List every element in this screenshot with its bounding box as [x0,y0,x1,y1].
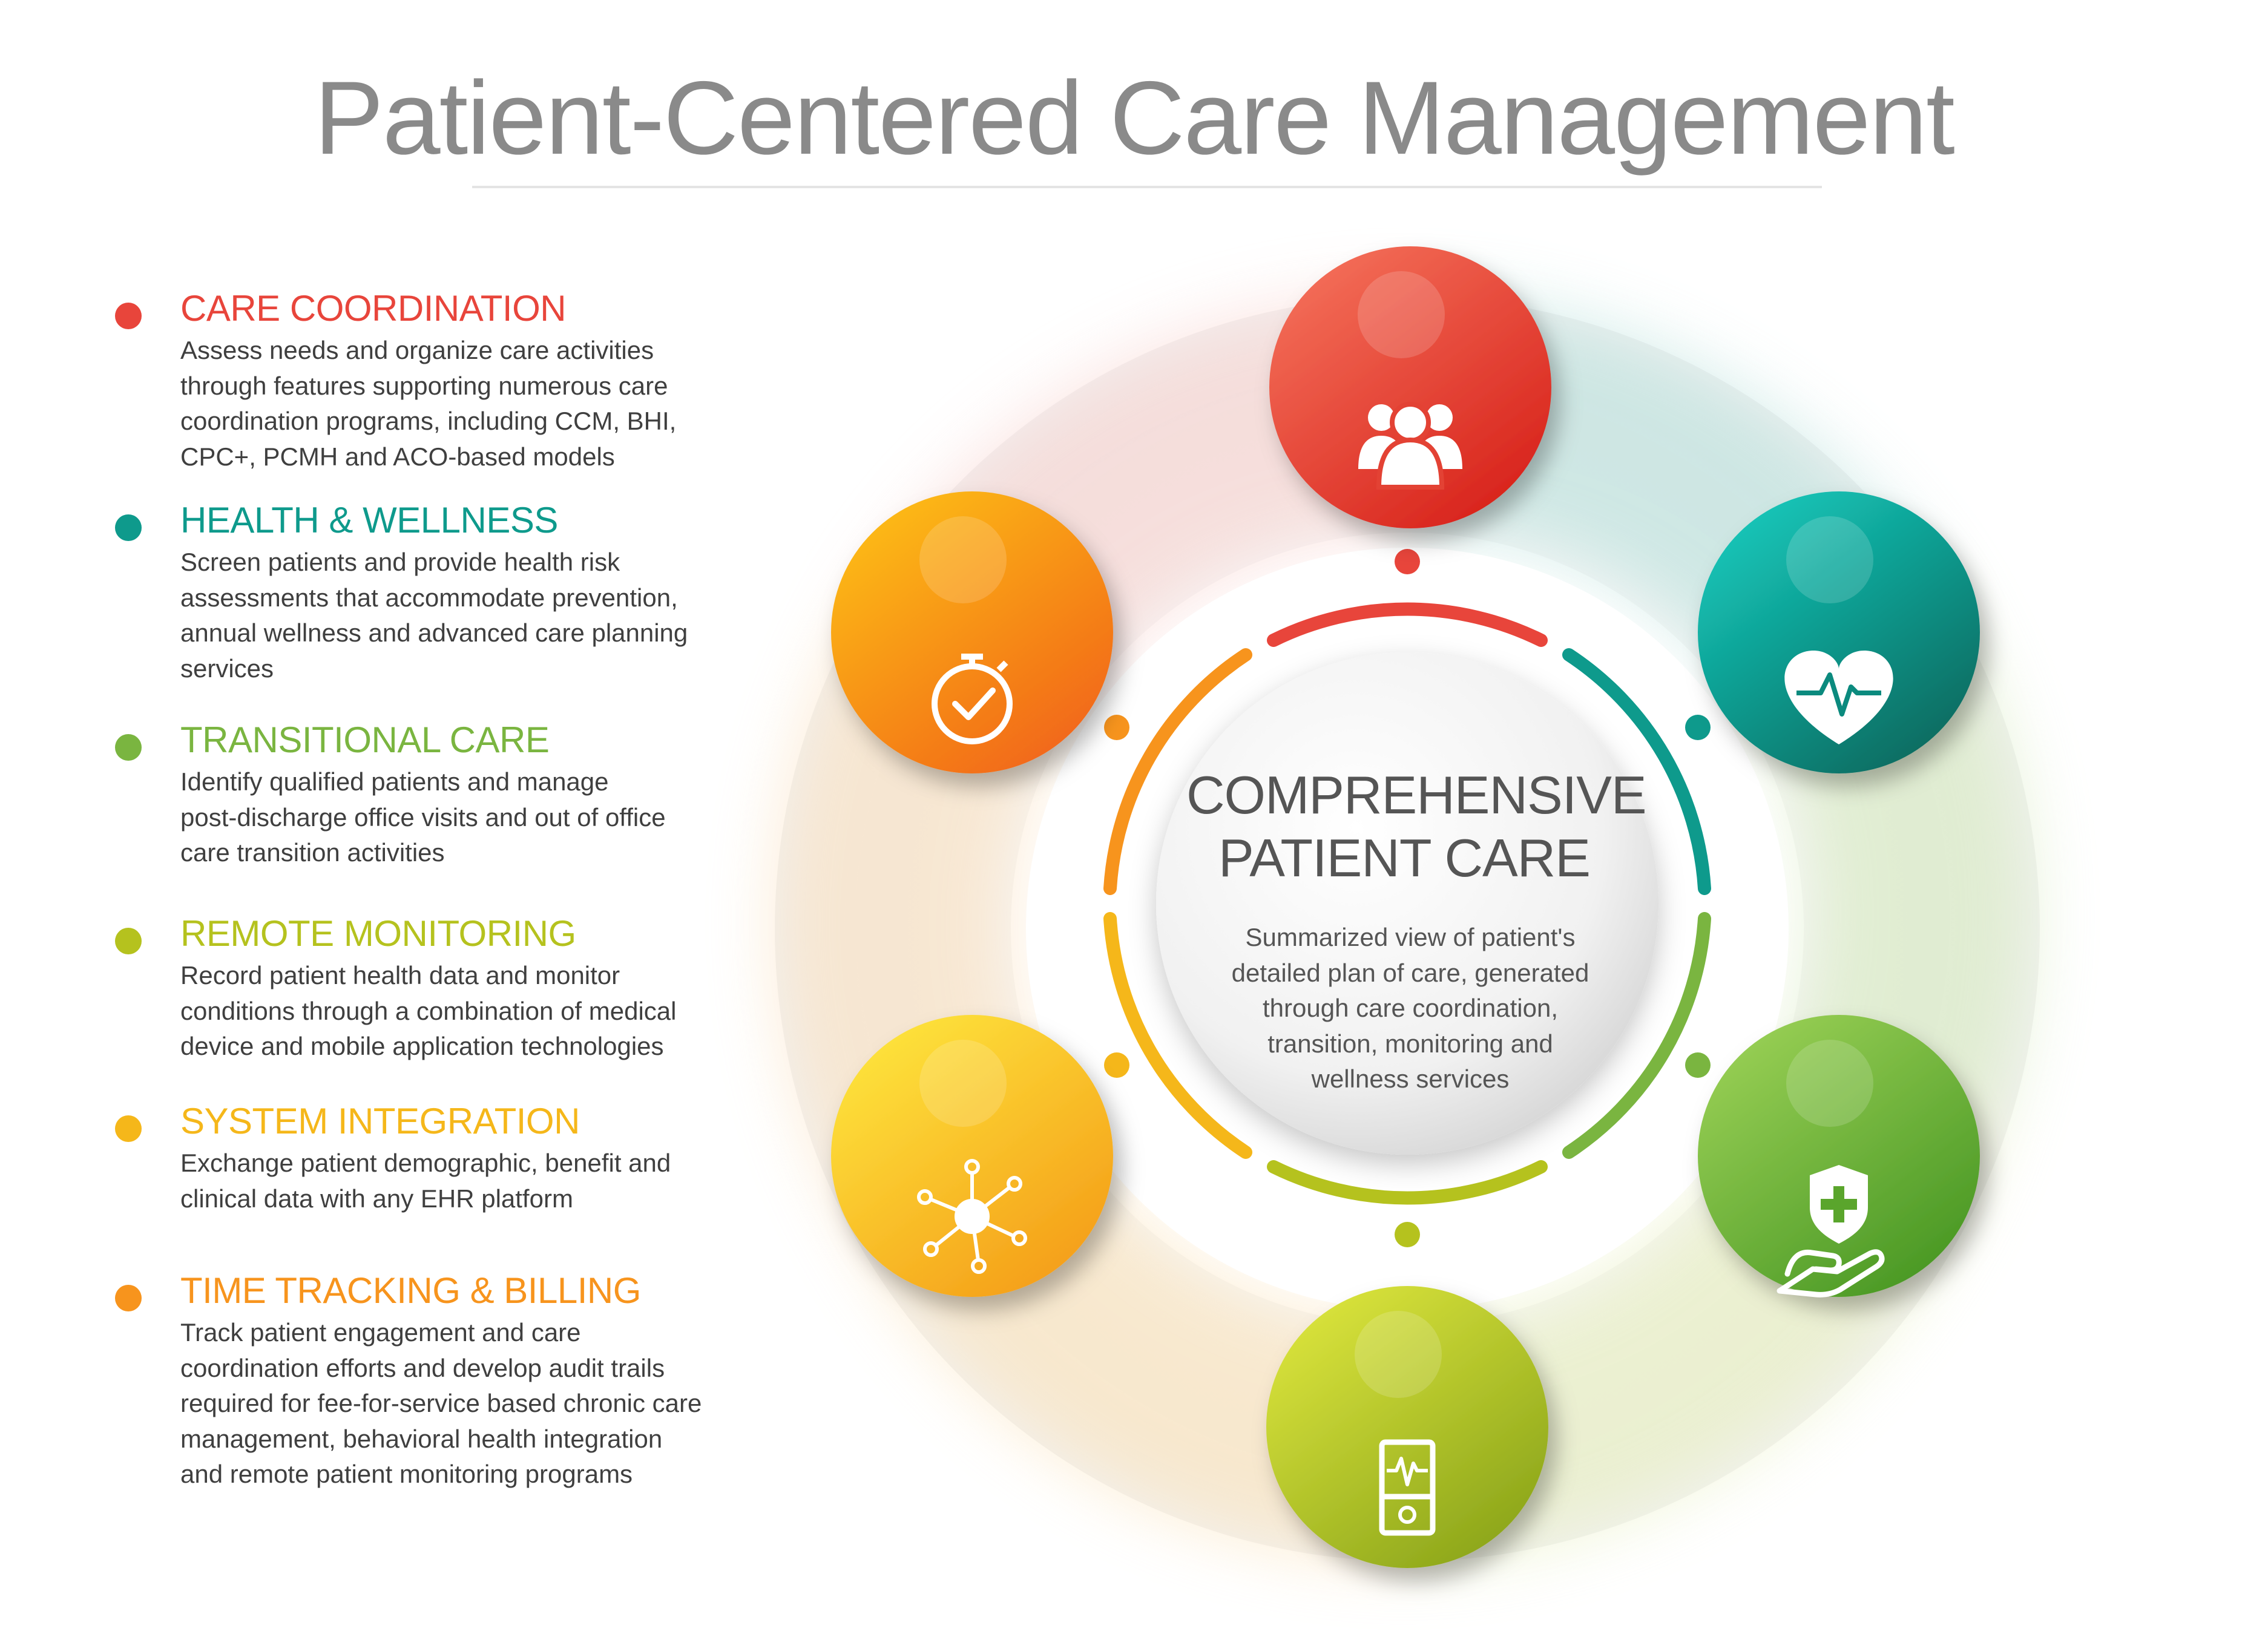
page-title: Patient-Centered Care Management [314,60,1955,176]
node-circle [1698,491,1980,773]
legend-description: Exchange patient demographic, benefit an… [180,1146,725,1216]
arc-red [1267,602,1548,647]
desc-line: annual wellness and advanced care planni… [180,618,688,647]
connector-dot-red [1395,549,1420,574]
node-circle [1269,246,1551,528]
legend-heading: TIME TRACKING & BILLING [180,1270,641,1311]
legend-heading: REMOTE MONITORING [180,913,576,954]
arc-green [1562,912,1711,1159]
desc-line: Track patient engagement and care [180,1318,581,1347]
arc-segments [1103,602,1711,1205]
legend-description: Screen patients and provide health risk … [180,545,725,686]
center-title-line: PATIENT CARE [1218,828,1591,888]
legend-dot [115,1285,142,1311]
node-circle [831,491,1113,773]
center-disc [1156,652,1658,1155]
legend-description: Track patient engagement and care coordi… [180,1315,725,1492]
arc-teal [1562,648,1711,895]
legend-dot [115,1115,142,1142]
desc-line: Record patient health data and monitor [180,961,620,989]
desc-line: and remote patient monitoring programs [180,1460,633,1488]
legend-dot [115,514,142,541]
node-circle [1266,1286,1548,1568]
stopwatch-check-icon [932,654,1013,744]
desc-line: through features supporting numerous car… [180,371,668,400]
node-transitional-care [1698,1015,1980,1298]
node-health-wellness [1698,491,1980,773]
center-desc-line: wellness services [1311,1065,1510,1093]
desc-line: CPC+, PCMH and ACO-based models [180,442,615,471]
node-highlight [919,1040,1007,1127]
center-desc-line: through care coordination, [1263,994,1558,1022]
arc-orange [1103,648,1252,895]
connector-dot-green [1685,1052,1711,1078]
legend-description: Record patient health data and monitor c… [180,958,725,1065]
node-circle [831,1015,1113,1297]
center-desc-line: detailed plan of care, generated [1231,958,1589,987]
node-highlight [1786,1040,1873,1127]
legend-heading: TRANSITIONAL CARE [180,720,550,760]
center-desc-line: transition, monitoring and [1267,1029,1553,1058]
people-group-icon [1358,402,1462,490]
desc-line: post-discharge office visits and out of … [180,802,666,832]
desc-line: Identify qualified patients and manage [180,767,609,796]
legend-dot [115,928,142,954]
connector-dot-yellow [1104,1052,1129,1078]
desc-line: coordination efforts and develop audit t… [180,1353,665,1382]
title-divider [472,186,1822,188]
legend-description: Identify qualified patients and manage p… [180,764,725,871]
center-title-line: COMPREHENSIVE [1186,765,1647,825]
shield-cross-hand-icon [1777,1165,1885,1298]
desc-line: care transition activities [180,838,445,867]
legend-description: Assess needs and organize care activitie… [180,333,725,474]
center-title: COMPREHENSIVE PATIENT CARE [1186,764,1647,890]
desc-line: clinical data with any EHR platform [180,1184,573,1213]
node-highlight [1358,271,1445,358]
desc-line: assessments that accommodate prevention, [180,583,678,612]
desc-line: services [180,654,274,683]
node-highlight [1786,516,1873,603]
desc-line: device and mobile application technologi… [180,1032,664,1060]
center-description: Summarized view of patient's detailed pl… [1211,920,1610,1097]
legend-heading: CARE COORDINATION [180,288,567,329]
arc-lime [1267,1160,1548,1205]
legend-dot [115,303,142,329]
network-hub-icon [917,1159,1027,1274]
legend-heading: SYSTEM INTEGRATION [180,1101,580,1141]
heart-pulse-icon [1784,651,1893,744]
monitor-device-icon [1379,1439,1436,1536]
legend-dot [115,734,142,761]
node-remote-monitoring [1266,1286,1548,1568]
node-system-integration [831,1015,1113,1297]
node-time-tracking-billing [831,491,1113,773]
desc-line: Exchange patient demographic, benefit an… [180,1149,671,1177]
desc-line: management, behavioral health integratio… [180,1424,663,1453]
desc-line: coordination programs, including CCM, BH… [180,407,677,435]
node-circle [1698,1015,1980,1297]
node-care-coordination [1269,246,1551,528]
center-desc-line: Summarized view of patient's [1245,923,1576,951]
arc-yellow [1103,912,1252,1159]
legend-heading: HEALTH & WELLNESS [180,500,558,540]
desc-line: required for fee-for-service based chron… [180,1389,702,1417]
desc-line: Assess needs and organize care activitie… [180,336,654,364]
desc-line: conditions through a combination of medi… [180,996,677,1025]
connector-dot-teal [1685,715,1711,740]
node-highlight [919,516,1007,603]
connector-dot-orange [1104,715,1129,740]
node-highlight [1355,1311,1442,1398]
connector-dot-lime [1395,1222,1420,1247]
desc-line: Screen patients and provide health risk [180,548,620,576]
